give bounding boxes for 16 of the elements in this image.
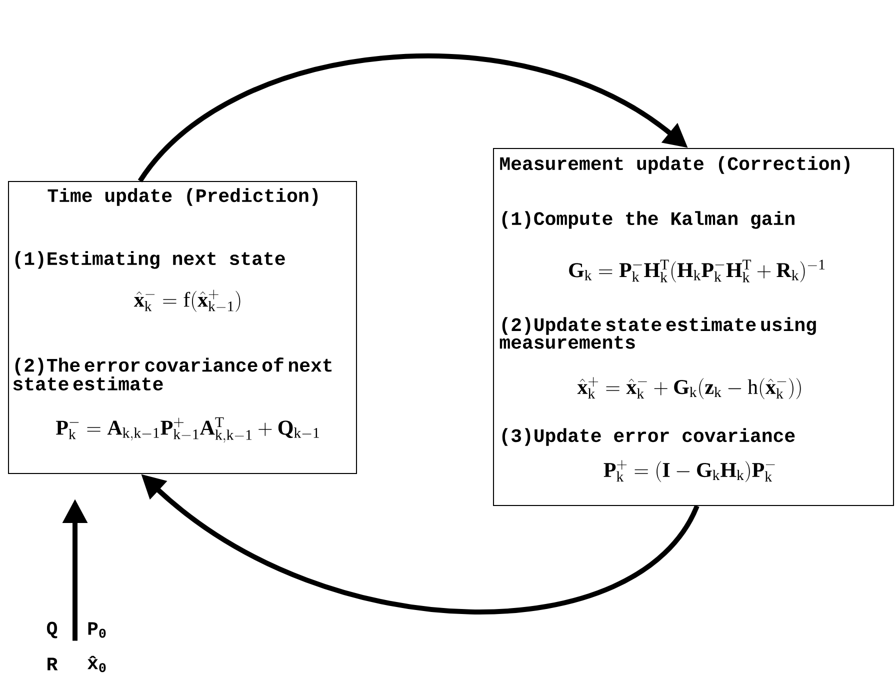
formula: $\mathbf{G}_{\mathrm{k}} = \mathbf{P}_{\mathrm{k}}^{-}\mathbf{H}_{\mathrm{k}}^{\mathrm{T}}(\mathbf{H}_{\mathrm{k}}\mathbf{P}_{\mathrm{k}}^{-}\mathbf{H}_{\mathrm{k}}^{\mathrm{T}} + \mathbf{R}_{\mathrm{k}})^{-1}$	[569, 260, 825, 282]
step-text: (1)Estimating next state	[15, 251, 285, 269]
step-text: (2)The error covariance of next state estimate	[13, 358, 332, 390]
formula: $\hat{\mathbf{x}}_{\mathrm{k}}^{+} = \hat{\mathbf{x}}_{\mathrm{k}}^{-} + \mathbf{G}_{\mathrm{k}}(\mathbf{z}_{\mathrm{k}} - \mathrm{h}(\hat{\mathbf{x}}_{\mathrm{k}}^{-}))$	[577, 377, 801, 400]
symbol-label: P$_{0}$	[88, 622, 106, 638]
symbol-label: x̂$_{0}$	[88, 656, 106, 672]
symbol-label: R	[48, 658, 58, 670]
step-text: (1)Compute the Kalman gain	[502, 211, 794, 229]
box-heading: Time update (Prediction)	[48, 188, 318, 206]
box-heading: Measurement update (Correction)	[500, 156, 850, 174]
formula: $\mathbf{P}_{\mathrm{k}}^{-} = \mathbf{A}_{\mathrm{k,k}-1}\mathbf{P}_{\mathrm{k}-1}^{+}\mathbf{A}_{\mathrm{k,k}-1}^{\mathrm{T}} + \mathbf{Q}_{\mathrm{k}-1}$	[56, 417, 319, 443]
symbol-label: Q	[46, 622, 58, 638]
formula: $\mathbf{P}_{\mathrm{k}}^{+} = (\mathbf{I} - \mathbf{G}_{\mathrm{k}}\mathbf{H}_{\mathrm{k}})\mathbf{P}_{\mathrm{k}}^{-}$	[604, 460, 775, 482]
step-text: (3)Update error covariance	[502, 428, 795, 446]
formula: $\hat{\mathbf{x}}_{\mathrm{k}}^{-} = \mathrm{f}(\hat{\mathbf{x}}_{\mathrm{k}-1}^{+})$	[134, 290, 240, 312]
step-text: (2)Update state estimate using measurements	[500, 317, 816, 349]
